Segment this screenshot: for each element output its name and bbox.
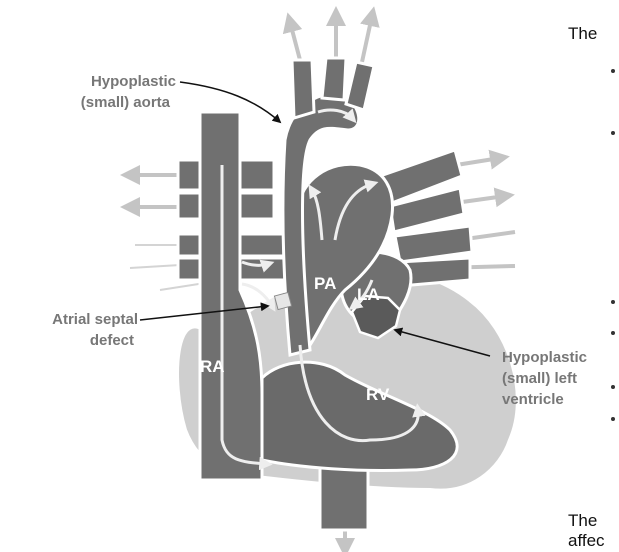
aortic-branch-left	[292, 60, 314, 118]
label-aorta-line2: (small) aorta	[81, 94, 171, 111]
label-lv-line3: ventricle	[502, 391, 564, 408]
aorta-branch-arrow-right	[362, 16, 372, 62]
list-bullet	[611, 385, 615, 389]
label-la: LA	[357, 285, 380, 304]
aorta-branch-arrow-left	[290, 22, 300, 60]
side-text-bottom-1: The	[568, 511, 597, 531]
aortic-branch-middle	[322, 58, 346, 100]
label-ra: RA	[200, 357, 225, 376]
list-bullet	[611, 300, 615, 304]
side-text-bottom-2: affec	[568, 531, 605, 551]
list-bullet	[611, 69, 615, 73]
label-lv-line1: Hypoplastic	[502, 349, 587, 366]
right-pulmonary-vein-upper	[395, 226, 472, 262]
list-bullet	[611, 131, 615, 135]
aortic-branch-right	[346, 62, 374, 110]
vein-line-3	[160, 283, 205, 290]
label-asd-line1: Atrial septal	[52, 311, 138, 328]
atrial-septal-defect-marker	[274, 292, 291, 309]
list-bullet	[611, 331, 615, 335]
label-lv-line2: (small) left	[502, 370, 577, 387]
label-pa: PA	[314, 274, 336, 293]
vein-line-2	[130, 265, 180, 268]
label-rv: RV	[366, 385, 390, 404]
label-asd-line2: defect	[90, 332, 134, 349]
label-aorta-line1: Hypoplastic	[91, 73, 176, 90]
side-text-top: The	[568, 24, 597, 44]
list-bullet	[611, 417, 615, 421]
